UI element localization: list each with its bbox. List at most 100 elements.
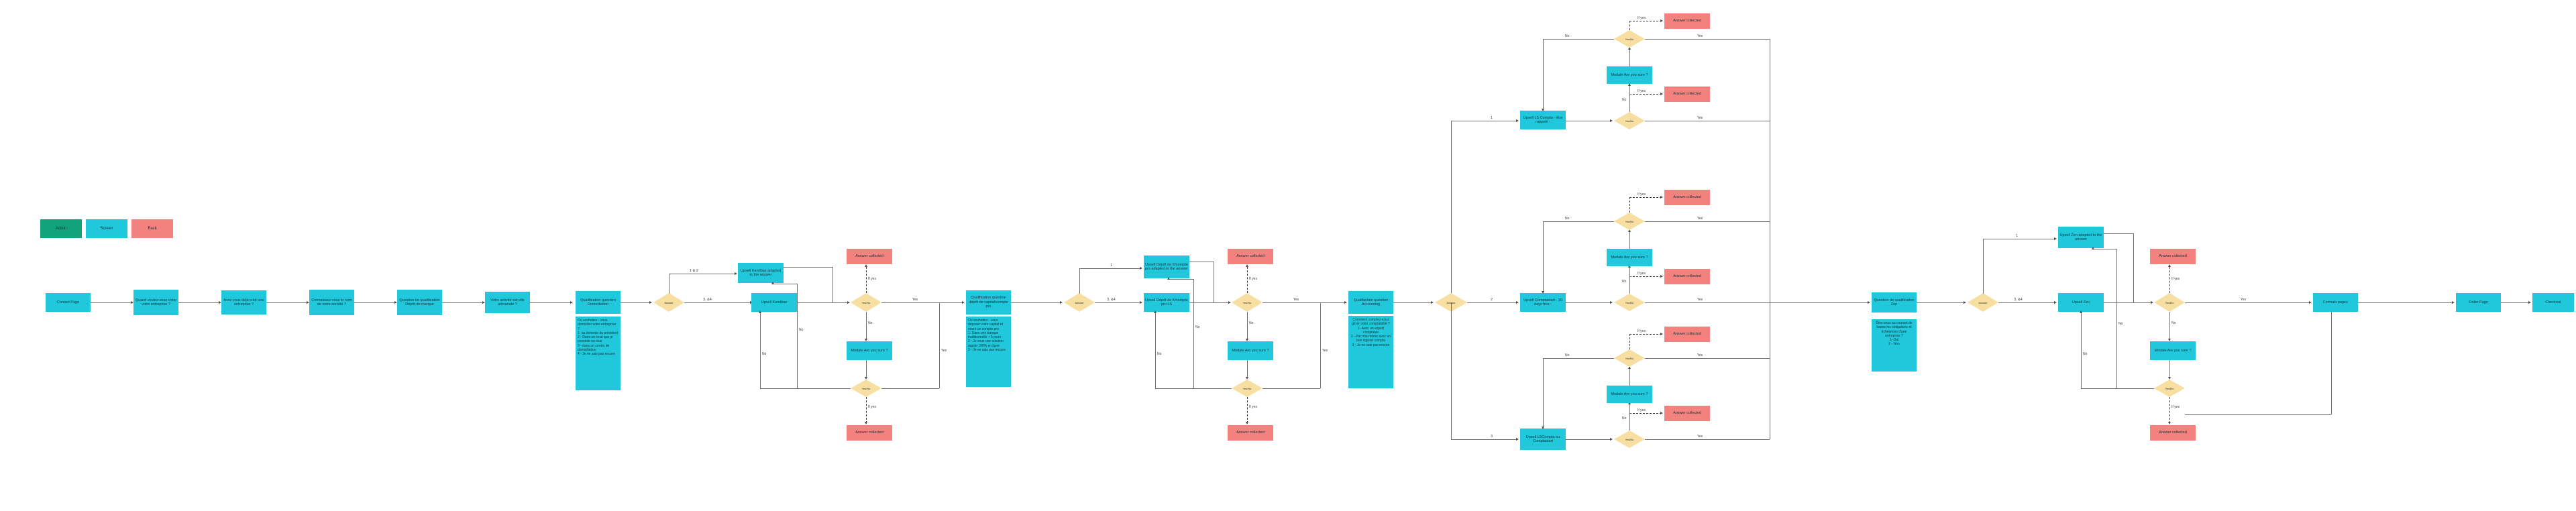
node-qualification-question-depot-capital[interactable]: Qualification question dépôt de capital/…	[966, 290, 1011, 315]
edge-label-yes: Yes	[2241, 298, 2247, 302]
node-modal-are-you-sure-a2[interactable]: Modale Are you sure ?	[1607, 249, 1652, 266]
decision-yesno-zen-1[interactable]: Yes/No	[2154, 293, 2185, 312]
edge-label-no: No	[1622, 98, 1627, 102]
node-upsell-comptastart[interactable]: Upsell Comptastart - 30 days free -	[1520, 293, 1566, 312]
node-answer-collected-dk1: Answer collected	[1228, 249, 1273, 264]
node-label: Answer collected	[1673, 411, 1701, 416]
decision-label: Yes/No	[1625, 219, 1634, 223]
node-upsell-lscompta-ou-comptastart[interactable]: Upsell LSCompta ou Comptastart	[1520, 429, 1566, 450]
node-label: Modale Are you sure ?	[851, 348, 888, 353]
node-qualification-question-domiciliation[interactable]: Qualification question Domiciliation	[576, 291, 621, 314]
decision-yesno-zen-2[interactable]: Yes/No	[2154, 380, 2185, 397]
node-modal-are-you-sure-z1[interactable]: Modale Are you sure ?	[2150, 341, 2196, 360]
node-label: Upsell Dépôt de K/compte pro adapted to …	[1145, 262, 1188, 271]
decision-yesno-acc3-lower[interactable]: Yes/No	[1614, 431, 1645, 448]
node-already-created-company[interactable]: Avez vous déjà créé une entreprise ?	[221, 290, 266, 315]
legend-label-action: Action	[55, 227, 67, 231]
node-modal-are-you-sure-d1[interactable]: Modale Are you sure ?	[847, 341, 892, 360]
edge-label-3-4: 3, &4	[703, 298, 712, 302]
edge-label-yes: Yes	[1322, 349, 1328, 353]
decision-yesno-acc2-lower[interactable]: Yes/No	[1614, 294, 1645, 311]
node-modal-are-you-sure-a1[interactable]: Modale Are you sure ?	[1607, 66, 1652, 84]
node-modal-are-you-sure-a3[interactable]: Modale Are you sure ?	[1607, 386, 1652, 403]
edge-label-no: No	[1622, 280, 1627, 284]
node-order-page[interactable]: Order Page	[2456, 293, 2501, 312]
node-when-create-company[interactable]: Quand voulez-vous créer votre entreprise…	[133, 290, 178, 315]
decision-yesno-depot-2[interactable]: Yes/No	[1232, 380, 1263, 397]
node-question-qualification-zen[interactable]: Question de qualification Zen	[1872, 292, 1917, 313]
node-label: Answer collected	[1673, 195, 1701, 200]
node-label: Modale Are you sure ?	[1611, 392, 1648, 396]
edge-label-if-yes: If yes	[868, 277, 876, 281]
edge-label-if-yes: If yes	[1638, 408, 1646, 412]
node-label: Order Page	[2469, 300, 2488, 304]
decision-yesno-acc1-lower[interactable]: Yes/No	[1614, 112, 1645, 129]
node-contact-page[interactable]: Contact Page	[46, 293, 91, 312]
node-answer-collected-a3a: Answer collected	[1664, 327, 1710, 342]
decision-yesno-acc3-upper[interactable]: Yes/No	[1614, 349, 1645, 367]
detail-domiciliation-options: Où souhaitez - vous domicilier votre ent…	[576, 317, 621, 390]
node-upsell-depot-k-ls[interactable]: Upsell Dépôt de K/compte pro LS	[1144, 293, 1189, 312]
node-answer-collected-a2b: Answer collected	[1664, 269, 1710, 284]
node-label: Answer collected	[1673, 332, 1701, 337]
node-activity-artisanal[interactable]: Votre activité est-elle artisanale ?	[485, 292, 530, 313]
edge-label-if-yes: If yes	[1638, 192, 1646, 196]
node-upsell-zen[interactable]: Upsell Zen	[2058, 293, 2104, 312]
node-answer-collected-d2: Answer collected	[847, 425, 892, 441]
detail-text: Où souhaitez - vous domicilier votre ent…	[578, 319, 619, 356]
node-label: Upsell LSCompta ou Comptastart	[1525, 435, 1560, 443]
node-qualification-question-accounting[interactable]: Qualifaction question Accounting	[1348, 291, 1393, 314]
decision-answer-depot-capital[interactable]: Answer	[1064, 293, 1095, 312]
node-label: Qualifaction question Accounting	[1353, 298, 1389, 306]
edge-label-if-yes: If yes	[1638, 272, 1646, 276]
node-upsell-ls-compta[interactable]: Upsell LS Compta - être rappelé -	[1520, 111, 1566, 129]
node-upsell-depot-k-adapted[interactable]: Upsell Dépôt de K/compte pro adapted to …	[1144, 255, 1189, 278]
decision-label: Yes/No	[1625, 356, 1634, 360]
node-label: Formula pages	[2323, 300, 2348, 304]
edge-label-branch-2: 2	[1491, 298, 1493, 302]
node-label: Upsell Comptastart - 30 days free -	[1523, 298, 1562, 306]
node-label: Answer collected	[1673, 274, 1701, 279]
node-qualification-trademark[interactable]: Question de qualification Dépôt de marqu…	[397, 290, 442, 315]
node-label: Upsell Kandbaz adapted to the answer	[741, 268, 781, 277]
edge-label-yes: Yes	[1697, 116, 1703, 120]
edge-label-yes: Yes	[1697, 217, 1703, 221]
node-formula-pages[interactable]: Formula pages	[2313, 293, 2358, 312]
node-checkout[interactable]: Checkout	[2532, 293, 2574, 312]
edge-label-if-yes: If yes	[1249, 277, 1257, 281]
node-upsell-kandbaz-adapted[interactable]: Upsell Kandbaz adapted to the answer	[738, 263, 784, 283]
decision-label: Yes/No	[1242, 300, 1252, 304]
decision-answer-domiciliation[interactable]: Answer	[653, 293, 684, 312]
decision-label: Yes/No	[861, 300, 871, 304]
decision-label: Yes/No	[1625, 119, 1634, 123]
decision-yesno-acc2-upper[interactable]: Yes/No	[1614, 213, 1645, 230]
detail-text: Comment comptez-vous gérer votre comptab…	[1351, 318, 1391, 347]
node-upsell-kandbaz[interactable]: Upsell Kandbaz	[751, 293, 797, 312]
edge-label-no: No	[1157, 352, 1162, 356]
decision-answer-zen[interactable]: Answer	[1968, 293, 1998, 312]
decision-label: Yes/No	[2165, 386, 2174, 390]
decision-label: Yes/No	[1625, 37, 1634, 41]
edge-label-no: No	[1565, 353, 1570, 357]
node-upsell-zen-adapted[interactable]: Upsell Zen adapted to the answer	[2058, 227, 2104, 248]
node-label: Checkout	[2545, 300, 2561, 304]
node-label: Answer collected	[1236, 431, 1265, 435]
edge-label-yes: Yes	[1697, 298, 1703, 302]
node-label: Answer collected	[1673, 92, 1701, 97]
edge-label-branch-1: 1	[1491, 116, 1493, 120]
edge-label-if-yes: If yes	[1638, 16, 1646, 20]
node-label: Answer collected	[2159, 431, 2187, 435]
decision-yesno-acc1-upper[interactable]: Yes/No	[1614, 30, 1645, 48]
node-know-company-name[interactable]: Connaissez-vous le nom de votre société …	[309, 290, 354, 315]
decision-yesno-domiciliation-2[interactable]: Yes/No	[851, 380, 881, 397]
node-label: Answer collected	[855, 431, 883, 435]
decision-yesno-depot-1[interactable]: Yes/No	[1232, 293, 1263, 312]
node-label: Answer collected	[1236, 254, 1265, 259]
edge-label-no: No	[1622, 416, 1627, 420]
edge-label-1: 1	[1110, 264, 1113, 268]
edge-label-no: No	[762, 352, 767, 356]
node-modal-are-you-sure-dk1[interactable]: Modale Are you sure ?	[1228, 341, 1273, 360]
decision-yesno-domiciliation-1[interactable]: Yes/No	[851, 293, 881, 312]
edge-label-yes: Yes	[1697, 34, 1703, 38]
node-label: Votre activité est-elle artisanale ?	[490, 298, 525, 306]
